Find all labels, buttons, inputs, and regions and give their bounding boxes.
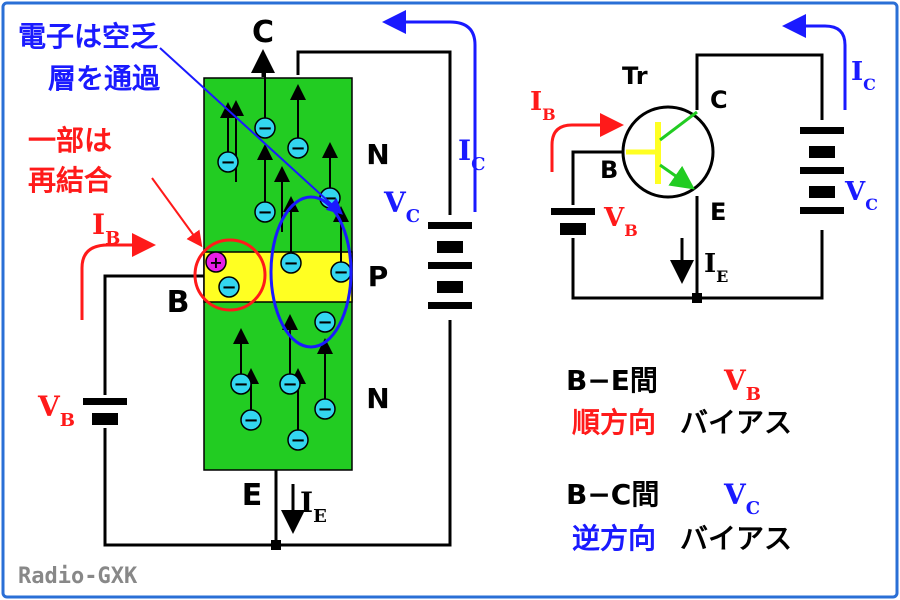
be-bias: バイアス — [680, 406, 792, 439]
electron-sign: − — [317, 312, 332, 333]
note-recomb-line1: 一部は — [28, 124, 112, 157]
bc-kind: 逆方向 — [572, 522, 656, 555]
note-electron-line2: 層を通過 — [48, 62, 161, 95]
blue-note-pointer — [159, 47, 343, 215]
right-vc-label: VC — [844, 177, 878, 214]
ic-arrow — [382, 10, 477, 212]
electron — [287, 429, 309, 451]
vc-battery — [425, 215, 475, 320]
n-bottom-label: N — [366, 382, 389, 415]
note-electron-line1: 電子は空乏 — [18, 20, 158, 53]
right-emitter-label: E — [710, 198, 726, 226]
electron-sign: − — [233, 374, 248, 395]
vb-battery — [80, 395, 130, 428]
recombination-circle — [193, 238, 267, 312]
be-kind: 順方向 — [572, 406, 656, 439]
be-voltage: VB — [723, 364, 761, 405]
electron-sign: − — [283, 253, 298, 274]
electron-sign: − — [333, 262, 348, 283]
electron — [218, 276, 240, 298]
electron-sign: − — [317, 399, 332, 420]
tr-label: Tr — [622, 62, 648, 90]
electron-sign: − — [243, 410, 258, 431]
hole-sign: + — [209, 253, 222, 272]
be-label: B−E間 — [566, 364, 658, 397]
right-ib-label: IB — [530, 87, 556, 124]
n-top-label: N — [366, 138, 389, 171]
electron — [230, 373, 252, 395]
electron-sign: − — [282, 374, 297, 395]
electron — [314, 311, 336, 333]
note-recomb-line2: 再結合 — [28, 164, 113, 197]
right-base-label: B — [600, 156, 618, 184]
right-junction-dot — [692, 293, 702, 303]
electron — [287, 137, 309, 159]
hole: + — [205, 251, 227, 273]
electron-sign: − — [220, 152, 235, 173]
base-label: B — [167, 285, 190, 320]
junction-dot — [271, 540, 281, 550]
electron — [217, 151, 239, 173]
electron — [280, 252, 302, 274]
ib-arrow — [80, 233, 156, 320]
electron-sign: − — [221, 277, 236, 298]
depletion-ellipse — [269, 195, 353, 349]
vc-label: VC — [383, 186, 420, 227]
bc-bias: バイアス — [680, 522, 792, 555]
electron-sign: − — [290, 138, 305, 159]
ie-label: IE — [300, 486, 327, 527]
right-ic-arrow — [782, 14, 847, 110]
electrons: −−−−−−−−−−−−−− — [217, 117, 352, 451]
electron — [240, 409, 262, 431]
p-label: P — [368, 260, 389, 293]
emitter-label: E — [242, 478, 263, 513]
transistor-symbol — [621, 105, 715, 199]
electron — [254, 117, 276, 139]
collector-label: C — [252, 15, 274, 50]
ic-label: IC — [458, 134, 485, 175]
right-vc-battery — [797, 120, 847, 230]
credit-text: Radio-GXK — [18, 564, 138, 589]
vb-label: VB — [37, 390, 75, 431]
right-collector-label: C — [710, 86, 728, 114]
red-note-pointer — [151, 177, 203, 248]
right-ib-arrow — [550, 113, 624, 172]
electron-sign: − — [290, 430, 305, 451]
right-vb-battery — [548, 205, 598, 238]
electron — [254, 201, 276, 223]
right-vb-label: VB — [603, 203, 638, 240]
right-ic-label: IC — [851, 57, 876, 94]
electron — [314, 398, 336, 420]
electron-sign: − — [257, 118, 272, 139]
electron-sign: − — [257, 202, 272, 223]
bc-label: B−C間 — [566, 478, 659, 511]
right-ie-label: IE — [704, 249, 728, 286]
ib-label: IB — [92, 208, 120, 249]
electron — [279, 373, 301, 395]
bc-voltage: VC — [723, 478, 760, 519]
